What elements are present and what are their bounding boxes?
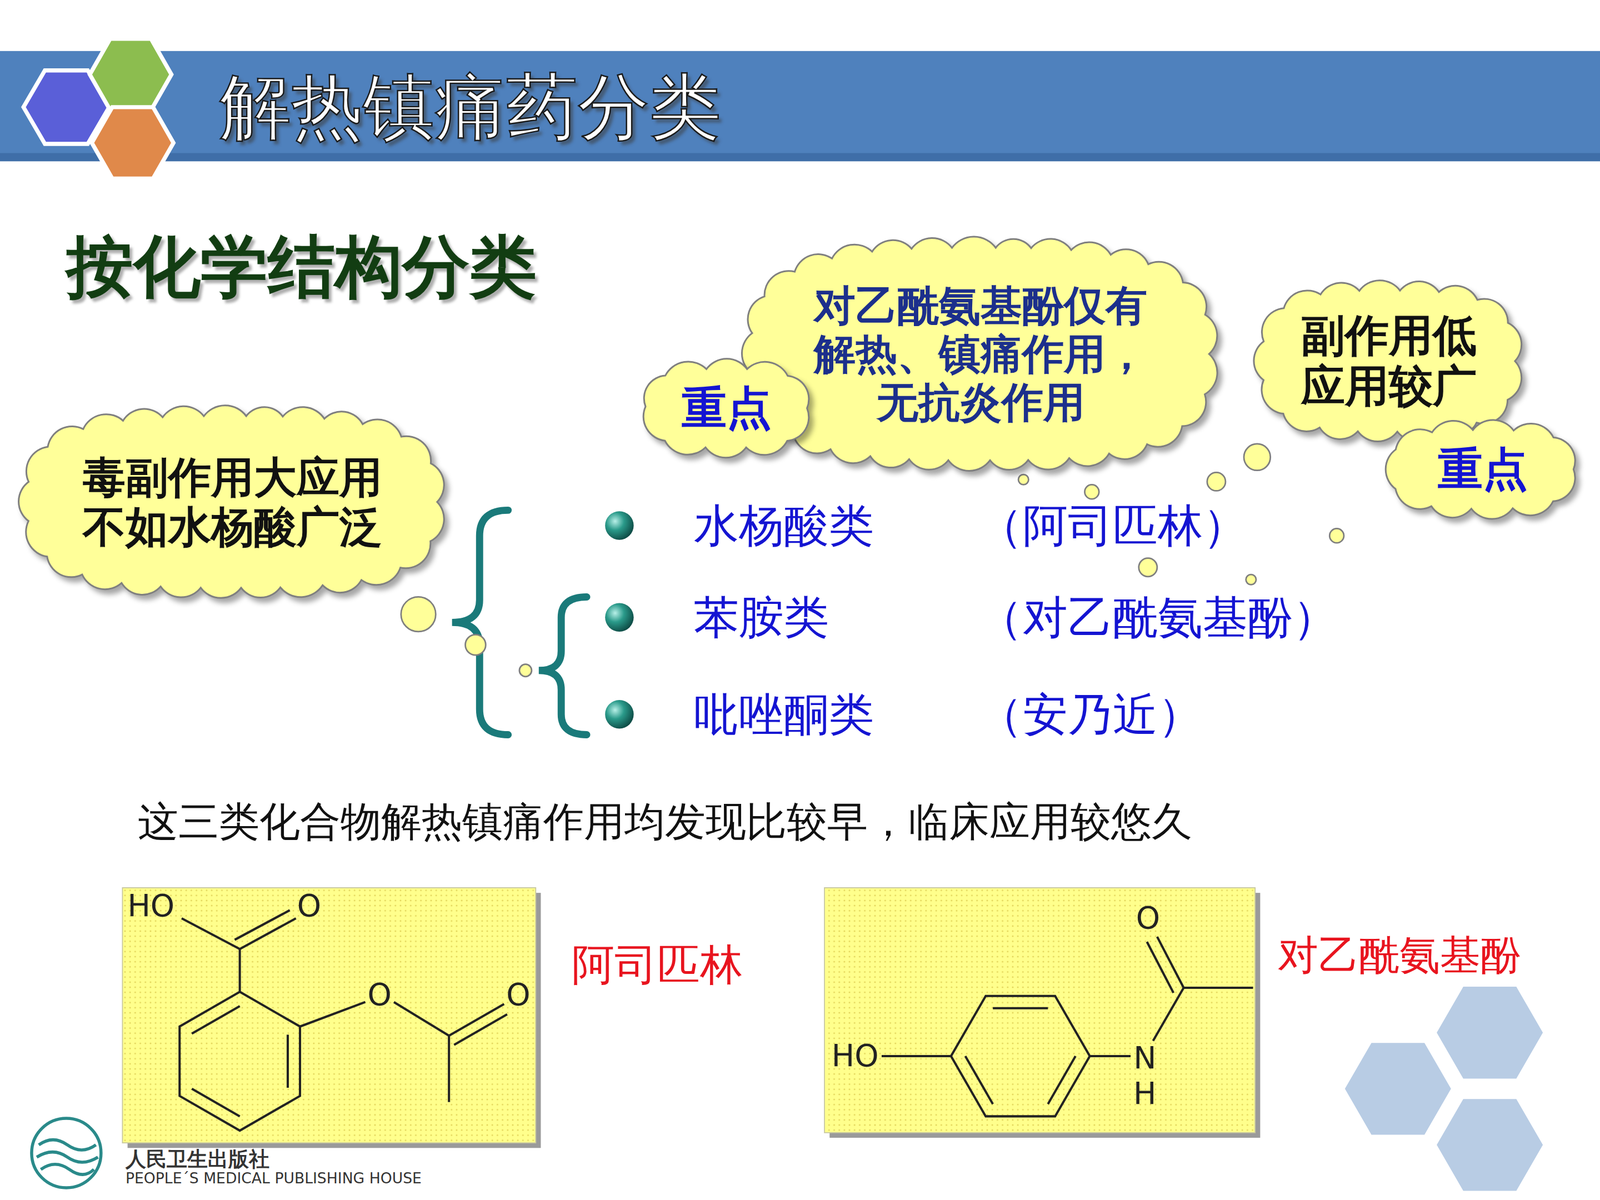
cloud-callout: 毒副作用大应用不如水杨酸广泛 bbox=[16, 405, 449, 599]
cloud-shape bbox=[742, 236, 1218, 471]
thought-bubble-dot bbox=[465, 634, 487, 655]
header-hexagons bbox=[23, 38, 174, 179]
cloud-text: 重点 bbox=[1437, 443, 1528, 495]
thought-bubble-dot bbox=[1243, 443, 1271, 471]
bullet-ball bbox=[605, 603, 634, 632]
bullet-ball bbox=[605, 511, 634, 729]
cloud-text: 毒副作用大应用不如水杨酸广泛 bbox=[76, 452, 389, 552]
cloud-text: 重点 bbox=[681, 382, 772, 434]
atom-label: O bbox=[1136, 900, 1160, 936]
brace bbox=[452, 510, 587, 735]
cloud-shape bbox=[1385, 420, 1575, 519]
thought-bubble-dot bbox=[401, 443, 1344, 677]
header-band bbox=[0, 153, 1600, 162]
aspirin-structure bbox=[179, 991, 300, 1131]
note-sentence: 这三类化合物解热镇痛作用均发现比较早，临床应用较悠久 bbox=[137, 797, 1193, 845]
thought-bubble-dot bbox=[1207, 472, 1226, 491]
cloud-text: 对乙酰氨基酚仅有解热、镇痛作用，无抗炎作用 bbox=[807, 281, 1155, 427]
structure-box bbox=[122, 887, 1260, 1148]
thought-bubble-dot bbox=[1084, 484, 1099, 499]
paracetamol-structure bbox=[951, 996, 1090, 1117]
header-hexagons bbox=[90, 38, 172, 111]
publisher-logo bbox=[31, 1118, 102, 1188]
paracetamol-structure bbox=[1157, 936, 1184, 988]
structure-box bbox=[824, 887, 1255, 1133]
aspirin-structure bbox=[191, 1006, 240, 1034]
cloud-callout: 重点 bbox=[634, 357, 819, 459]
thought-bubble-dot bbox=[1329, 528, 1344, 543]
header-band bbox=[0, 51, 1600, 162]
corner-hexagons bbox=[1345, 986, 1543, 1191]
aspirin-structure bbox=[238, 948, 242, 992]
publisher-logo bbox=[40, 1164, 94, 1175]
corner-hexagons bbox=[1436, 1098, 1543, 1191]
publisher-name-english: PEOPLE´S MEDICAL PUBLISHING HOUSE bbox=[125, 1170, 422, 1188]
cloud-shape bbox=[1253, 280, 1522, 442]
publisher-name: 人民卫生出版社 bbox=[125, 1147, 270, 1171]
paracetamol-structure bbox=[1153, 987, 1184, 1042]
brace bbox=[452, 510, 509, 735]
paracetamol-structure bbox=[881, 1055, 952, 1058]
atom-label: N bbox=[1133, 1040, 1157, 1076]
structure-box bbox=[122, 887, 536, 1143]
cloud-callout: 对乙酰氨基酚仅有解热、镇痛作用，无抗炎作用 bbox=[740, 236, 1220, 472]
atom-label: O bbox=[367, 977, 392, 1013]
thought-bubble-dot bbox=[1018, 474, 1029, 485]
aspirin-structure bbox=[300, 1002, 366, 1027]
drug-example: （阿司匹林） bbox=[977, 499, 1248, 552]
paracetamol-structure bbox=[992, 1007, 1048, 1010]
corner-hexagons bbox=[1345, 1042, 1452, 1135]
slide-title: 解热镇痛药分类 bbox=[219, 67, 722, 147]
aspirin-structure bbox=[453, 1014, 508, 1045]
bullet-ball bbox=[605, 700, 634, 729]
paracetamol-structure bbox=[1146, 941, 1174, 993]
aspirin-structure bbox=[393, 1002, 449, 1037]
thought-bubble-dot bbox=[1138, 558, 1158, 577]
structure-name: 对乙酰氨基酚 bbox=[1277, 931, 1522, 979]
drug-example: （对乙酰氨基酚） bbox=[977, 591, 1338, 644]
aspirin-structure bbox=[181, 918, 240, 949]
header-band bbox=[0, 51, 1600, 162]
atom-label: HO bbox=[127, 888, 175, 924]
cloud-shape bbox=[643, 358, 810, 458]
class-name: 水杨酸类 bbox=[693, 499, 874, 552]
thought-bubble-dot bbox=[1246, 574, 1257, 585]
publisher-logo bbox=[31, 1118, 102, 1188]
cloud-callout: 重点 bbox=[1380, 418, 1585, 520]
cloud-text: 副作用低应用较广 bbox=[1294, 310, 1484, 412]
atom-label: O bbox=[506, 977, 530, 1013]
atom-label: HO bbox=[831, 1038, 879, 1074]
corner-hexagons bbox=[1436, 986, 1543, 1079]
aspirin-structure bbox=[179, 910, 508, 1131]
brace bbox=[538, 596, 587, 735]
class-name: 苯胺类 bbox=[693, 591, 829, 644]
aspirin-structure bbox=[191, 1088, 240, 1117]
section-heading: 按化学结构分类 bbox=[66, 228, 537, 307]
paracetamol-structure bbox=[965, 1056, 994, 1104]
thought-bubble-dot bbox=[519, 664, 532, 677]
publisher-logo bbox=[36, 1152, 98, 1163]
structure-name: 阿司匹林 bbox=[571, 939, 743, 989]
bullet-ball bbox=[605, 511, 634, 540]
aspirin-structure bbox=[447, 1035, 450, 1102]
cloud-shape bbox=[18, 405, 445, 599]
paracetamol-structure bbox=[1183, 986, 1254, 989]
atom-label: O bbox=[297, 888, 322, 924]
paracetamol-structure bbox=[881, 936, 1254, 1117]
class-name: 吡唑酮类 bbox=[693, 688, 874, 740]
drug-example: （安乃近） bbox=[977, 688, 1203, 740]
aspirin-structure bbox=[234, 910, 290, 940]
paracetamol-structure bbox=[1047, 1056, 1076, 1104]
paracetamol-structure bbox=[1090, 1055, 1131, 1058]
aspirin-structure bbox=[286, 1034, 289, 1088]
thought-bubble-dot bbox=[401, 596, 436, 632]
atom-label: H bbox=[1133, 1076, 1157, 1112]
publisher-logo bbox=[38, 1140, 97, 1150]
header-hexagons bbox=[91, 107, 174, 179]
cloud-callout: 副作用低应用较广 bbox=[1251, 279, 1527, 443]
